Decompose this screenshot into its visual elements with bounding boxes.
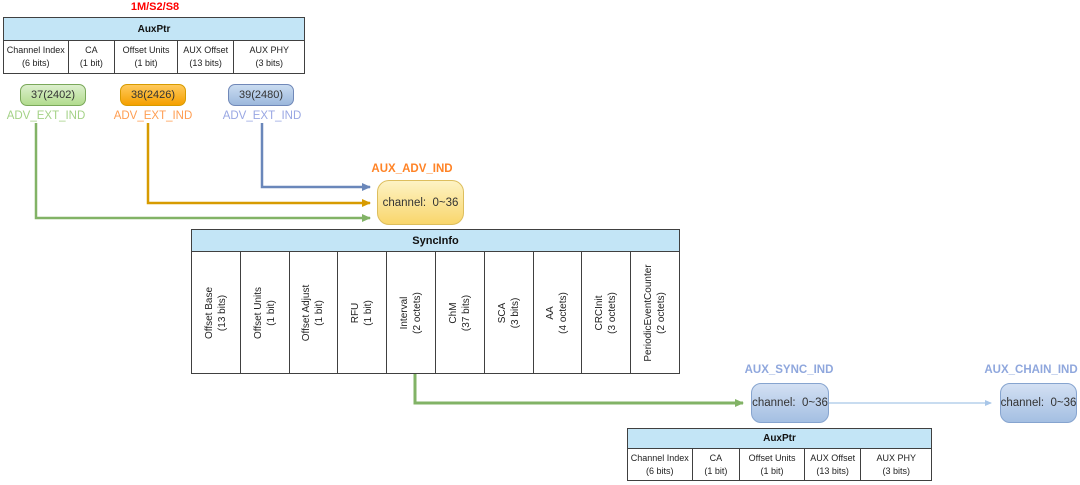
syncinfo-cell-aa: AA(4 octets) bbox=[534, 252, 583, 373]
field-size: (13 bits) bbox=[216, 294, 228, 331]
auxptr-top-cell-aux-offset: AUX Offset (13 bits) bbox=[178, 41, 235, 73]
field-size: (1 bit) bbox=[314, 299, 326, 326]
arrow-ch38-to-aux-adv bbox=[146, 123, 371, 207]
adv-ext-ind-label-ch38: ADV_EXT_IND bbox=[113, 110, 193, 122]
syncinfo-cell-sca: SCA(3 bits) bbox=[485, 252, 534, 373]
field-name: AA bbox=[545, 305, 557, 320]
aux-sync-ind-node: channel: 0~36 bbox=[751, 383, 829, 423]
auxptr-top-cell-ca: CA (1 bit) bbox=[69, 41, 116, 73]
auxptr-bottom-cell-ca: CA (1 bit) bbox=[693, 449, 741, 480]
syncinfo-cell-crcinit: CRCInit(3 octets) bbox=[582, 252, 632, 373]
syncinfo-title: SyncInfo bbox=[192, 230, 679, 252]
syncinfo-cell-chm: ChM(37 bits) bbox=[436, 252, 485, 373]
field-name: Interval bbox=[399, 296, 411, 329]
field-size: (6 bits) bbox=[22, 58, 50, 68]
auxptr-bottom-cell-offset-units: Offset Units (1 bit) bbox=[740, 449, 805, 480]
auxptr-top-cell-offset-units: Offset Units (1 bit) bbox=[115, 41, 178, 73]
field-name: CA bbox=[85, 45, 98, 55]
field-size: (1 bit) bbox=[134, 58, 158, 68]
field-name: Offset Units bbox=[252, 286, 264, 339]
field-name: PeriodicEventCounter bbox=[643, 263, 655, 362]
field-name: Offset Units bbox=[748, 452, 796, 463]
field-name: Offset Units bbox=[122, 45, 170, 55]
field-name: Offset Adjust bbox=[301, 284, 313, 341]
aux-sync-ind-label: AUX_SYNC_IND bbox=[744, 364, 834, 376]
field-name: Offset Base bbox=[203, 286, 215, 339]
auxptr-bottom-title: AuxPtr bbox=[628, 429, 931, 449]
field-size: (3 bits) bbox=[882, 465, 910, 476]
syncinfo-cell-periodic-event-counter: PeriodicEventCounter(2 octets) bbox=[631, 252, 679, 373]
field-size: (4 octets) bbox=[558, 291, 570, 334]
auxptr-top-cell-aux-phy: AUX PHY (3 bits) bbox=[234, 41, 304, 73]
field-size: (6 bits) bbox=[646, 465, 674, 476]
field-size: (13 bits) bbox=[816, 465, 849, 476]
field-size: (1 bit) bbox=[704, 465, 728, 476]
field-size: (2 octets) bbox=[656, 291, 668, 334]
field-name: SCA bbox=[496, 302, 508, 323]
auxptr-bottom-cell-channel-index: Channel Index (6 bits) bbox=[628, 449, 693, 480]
aux-adv-ind-node: channel: 0~36 bbox=[377, 180, 464, 225]
field-size: (13 bits) bbox=[189, 58, 222, 68]
adv-ext-ind-label-ch39: ADV_EXT_IND bbox=[222, 110, 302, 122]
field-name: ChM bbox=[447, 301, 459, 324]
channel-39-box: 39(2480) bbox=[228, 84, 294, 106]
field-size: (1 bit) bbox=[265, 299, 277, 326]
syncinfo-cell-rfu: RFU(1 bit) bbox=[338, 252, 388, 373]
syncinfo-cell-offset-base: Offset Base(13 bits) bbox=[192, 252, 241, 373]
field-name: CRCInit bbox=[594, 295, 606, 331]
field-name: AUX Offset bbox=[810, 452, 856, 463]
channel-37-box: 37(2402) bbox=[20, 84, 86, 106]
field-size: (37 bits) bbox=[460, 294, 472, 331]
field-name: Channel Index bbox=[6, 45, 65, 55]
syncinfo-cell-offset-units: Offset Units(1 bit) bbox=[241, 252, 290, 373]
auxptr-top-title: AuxPtr bbox=[4, 18, 304, 41]
field-name: Channel Index bbox=[630, 452, 689, 463]
auxptr-bottom-cell-aux-offset: AUX Offset (13 bits) bbox=[805, 449, 862, 480]
field-name: RFU bbox=[350, 302, 362, 323]
field-size: (3 bits) bbox=[509, 297, 521, 328]
auxptr-table-top: AuxPtr Channel Index (6 bits) CA (1 bit)… bbox=[3, 17, 305, 74]
field-name: AUX Offset bbox=[183, 45, 229, 55]
field-name: AUX PHY bbox=[249, 45, 289, 55]
field-size: (3 octets) bbox=[607, 291, 619, 334]
adv-ext-ind-label-ch37: ADV_EXT_IND bbox=[6, 110, 86, 122]
field-name: CA bbox=[709, 452, 723, 463]
auxptr-bottom-cell-aux-phy: AUX PHY (3 bits) bbox=[861, 449, 931, 480]
aux-adv-ind-label: AUX_ADV_IND bbox=[371, 163, 453, 175]
field-name: AUX PHY bbox=[876, 452, 916, 463]
syncinfo-cell-offset-adjust: Offset Adjust(1 bit) bbox=[290, 252, 339, 373]
field-size: (1 bit) bbox=[363, 299, 375, 326]
syncinfo-table: SyncInfo Offset Base(13 bits) Offset Uni… bbox=[191, 229, 680, 374]
syncinfo-cell-interval: Interval(2 octets) bbox=[387, 252, 436, 373]
field-size: (1 bit) bbox=[79, 58, 103, 68]
arrow-syncinfo-to-aux-sync bbox=[413, 372, 744, 407]
arrow-ch39-to-aux-adv bbox=[260, 123, 371, 191]
field-size: (2 octets) bbox=[412, 291, 424, 334]
aux-chain-ind-node: channel: 0~36 bbox=[1000, 383, 1077, 423]
auxptr-top-cell-channel-index: Channel Index (6 bits) bbox=[4, 41, 69, 73]
field-size: (3 bits) bbox=[255, 58, 283, 68]
field-size: (1 bit) bbox=[760, 465, 784, 476]
auxptr-table-bottom: AuxPtr Channel Index (6 bits) CA (1 bit)… bbox=[627, 428, 932, 481]
channel-38-box: 38(2426) bbox=[120, 84, 186, 106]
arrow-ch37-to-aux-adv bbox=[34, 123, 371, 222]
phy-label: 1M/S2/S8 bbox=[130, 1, 180, 13]
aux-chain-ind-label: AUX_CHAIN_IND bbox=[984, 364, 1078, 376]
